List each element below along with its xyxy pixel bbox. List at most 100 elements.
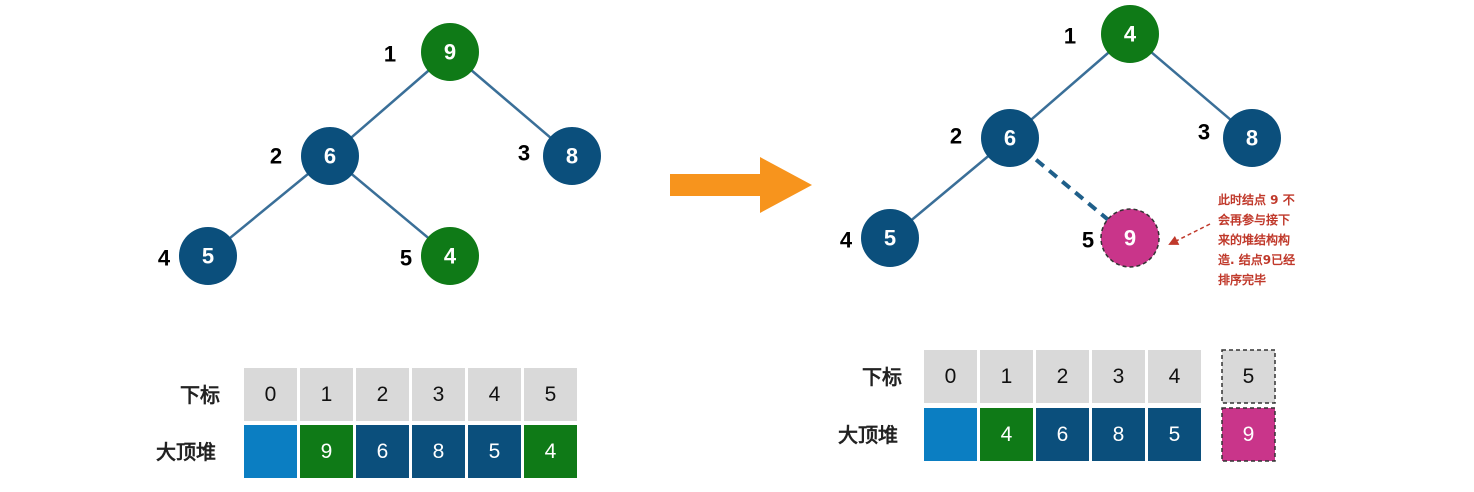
array-index-cell: 1 xyxy=(980,350,1033,403)
node-circle xyxy=(981,109,1039,167)
array-value-text: 9 xyxy=(321,440,333,463)
right-tree: 4 1 6 2 8 3 5 4 9 5 此时结点 9 不 会再参与接下 来的堆结… xyxy=(840,5,1295,287)
tree-node: 6 2 xyxy=(950,109,1039,167)
node-value: 5 xyxy=(884,226,896,251)
array-value-text: 4 xyxy=(1001,423,1013,446)
array-value-cell: 5 xyxy=(468,425,521,478)
array-index-text: 5 xyxy=(545,383,557,406)
array-index-cell: 3 xyxy=(412,368,465,421)
node-value: 9 xyxy=(444,40,456,65)
note-arrow xyxy=(1168,223,1211,245)
array-index-text: 3 xyxy=(1113,365,1125,388)
array-index-text: 5 xyxy=(1243,365,1255,388)
tree-node: 6 2 xyxy=(270,127,359,185)
note-line: 排序完毕 xyxy=(1218,272,1266,287)
node-index-label: 3 xyxy=(1198,120,1210,145)
sorted-index-cell: 5 xyxy=(1221,349,1276,404)
array-index-cell: 0 xyxy=(244,368,297,421)
array-index-text: 3 xyxy=(433,383,445,406)
array-value-text: 6 xyxy=(1057,423,1069,446)
array-index-cell: 1 xyxy=(300,368,353,421)
tree-node: 4 5 xyxy=(400,227,479,285)
array-index-text: 0 xyxy=(265,383,277,406)
array-index-text: 2 xyxy=(377,383,389,406)
node-circle xyxy=(301,127,359,185)
array-value-text: 6 xyxy=(377,440,389,463)
array-value-cell: 4 xyxy=(524,425,577,478)
sorted-value-cell: 9 xyxy=(1221,407,1276,462)
node-value: 4 xyxy=(1124,22,1137,47)
array-index-cell: 3 xyxy=(1092,350,1145,403)
tree-node: 5 4 xyxy=(840,209,919,267)
note-line: 会再参与接下 xyxy=(1218,212,1290,227)
array-value-cell: 9 xyxy=(300,425,353,478)
array-index-text: 1 xyxy=(1001,365,1013,388)
tree-node: 8 3 xyxy=(518,127,601,185)
array-value-text: 9 xyxy=(1243,423,1255,446)
node-index-label: 2 xyxy=(950,124,962,149)
node-index-label: 5 xyxy=(400,246,412,271)
tree-node: 5 4 xyxy=(158,227,237,285)
node-circle xyxy=(1100,208,1160,268)
array-value-cell: 4 xyxy=(980,408,1033,461)
node-circle xyxy=(1223,109,1281,167)
node-index-label: 3 xyxy=(518,141,530,166)
node-index-label: 5 xyxy=(1082,228,1094,253)
index-row-label: 下标 xyxy=(862,365,902,389)
array-index-text: 0 xyxy=(945,365,957,388)
right-array: 下标 大顶堆 0 1 2 3 4 5 4 6 8 5 9 xyxy=(838,349,1276,462)
array-index-cell: 4 xyxy=(468,368,521,421)
node-circle xyxy=(543,127,601,185)
node-value: 5 xyxy=(202,244,214,269)
array-value-cell xyxy=(244,425,297,478)
node-index-label: 4 xyxy=(840,228,853,253)
node-circle xyxy=(179,227,237,285)
tree-node-sorted: 9 5 xyxy=(1082,208,1160,268)
array-value-cell: 6 xyxy=(1036,408,1089,461)
node-value: 9 xyxy=(1124,226,1136,251)
node-value: 6 xyxy=(324,144,336,169)
array-index-cell: 5 xyxy=(524,368,577,421)
array-value-cell: 8 xyxy=(1092,408,1145,461)
node-circle xyxy=(1101,5,1159,63)
array-index-text: 4 xyxy=(1169,365,1181,388)
tree-node: 9 1 xyxy=(384,23,479,81)
array-value-cell: 5 xyxy=(1148,408,1201,461)
array-index-text: 2 xyxy=(1057,365,1069,388)
array-index-cell: 2 xyxy=(1036,350,1089,403)
node-index-label: 4 xyxy=(158,246,171,271)
transition-arrow xyxy=(670,157,812,213)
left-array: 下标 大顶堆 0 1 2 3 4 5 9 6 8 5 4 xyxy=(156,368,577,478)
array-index-cell: 0 xyxy=(924,350,977,403)
node-index-label: 1 xyxy=(384,42,396,67)
note-line: 造. 结点9已经 xyxy=(1218,252,1295,267)
node-index-label: 1 xyxy=(1064,24,1076,49)
array-index-text: 4 xyxy=(489,383,501,406)
node-value: 8 xyxy=(566,144,578,169)
tree-node: 8 3 xyxy=(1198,109,1281,167)
note-line: 来的堆结构构 xyxy=(1217,232,1290,247)
array-index-cell: 4 xyxy=(1148,350,1201,403)
node-circle xyxy=(421,23,479,81)
array-value-text: 4 xyxy=(545,440,557,463)
arrow-shaft xyxy=(670,174,762,196)
node-value: 4 xyxy=(444,244,457,269)
node-value: 6 xyxy=(1004,126,1016,151)
heap-row-label: 大顶堆 xyxy=(838,423,898,447)
array-value-text: 8 xyxy=(433,440,445,463)
array-index-text: 1 xyxy=(321,383,333,406)
heap-row-label: 大顶堆 xyxy=(156,440,216,464)
array-value-text: 5 xyxy=(489,440,501,463)
node-value: 8 xyxy=(1246,126,1258,151)
tree-node: 4 1 xyxy=(1064,5,1159,63)
index-row-label: 下标 xyxy=(180,383,220,407)
arrow-head xyxy=(760,157,812,213)
array-value-cell xyxy=(924,408,977,461)
node-index-label: 2 xyxy=(270,144,282,169)
array-value-text: 8 xyxy=(1113,423,1125,446)
left-tree: 9 1 6 2 8 3 5 4 4 5 xyxy=(158,23,601,285)
note-line: 此时结点 9 不 xyxy=(1218,192,1295,207)
sorted-note: 此时结点 9 不 会再参与接下 来的堆结构构 造. 结点9已经 排序完毕 xyxy=(1168,192,1295,287)
node-circle xyxy=(421,227,479,285)
